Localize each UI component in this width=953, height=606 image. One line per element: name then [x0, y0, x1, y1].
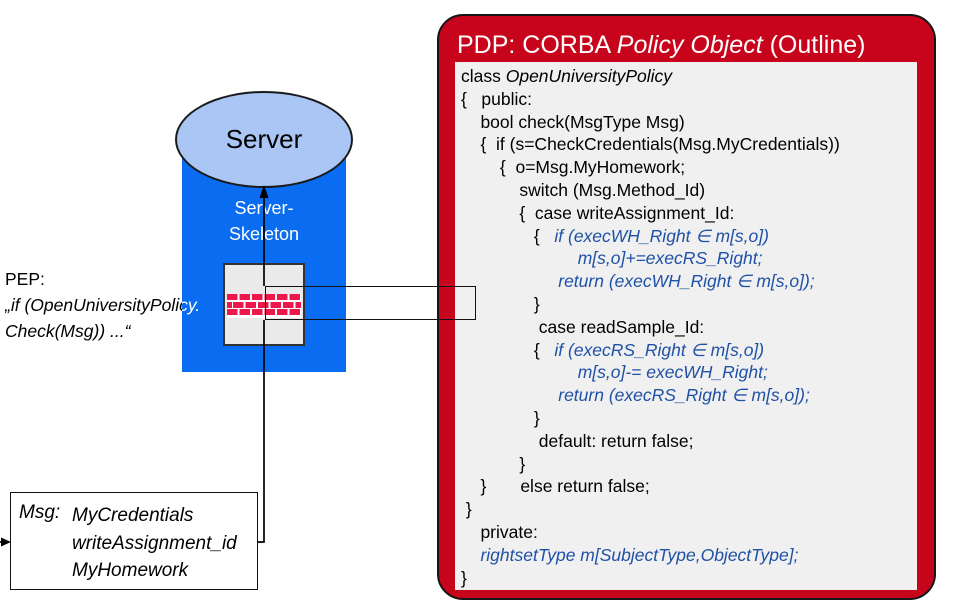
pdp-title-italic: Policy Object [616, 31, 763, 59]
server-skeleton-label-line2: Skeleton [228, 224, 300, 244]
brick-row [227, 301, 301, 308]
pep-pdp-connector [265, 286, 476, 320]
code-segment-plain: } [461, 499, 472, 520]
code-line: bool check(MsgType Msg) [461, 111, 917, 134]
brick-row [227, 294, 301, 300]
pdp-title-pre: PDP: CORBA [457, 31, 617, 59]
code-line: } [461, 498, 917, 521]
pep-line1: PEP: [5, 269, 45, 289]
code-line: return (execRS_Right ∈ m[s,o]); [461, 384, 917, 407]
pdp-box: PDP: CORBA Policy Object (Outline) class… [437, 14, 936, 600]
code-line: } else return false; [461, 475, 917, 498]
code-segment-blue: if (execWH_Right ∈ m[s,o]) [554, 225, 769, 246]
code-segment-blue: if (execRS_Right ∈ m[s,o]) [554, 339, 765, 360]
code-segment-plain [461, 545, 480, 565]
code-segment-plain: } [461, 453, 526, 474]
code-segment-plain: class [461, 66, 506, 86]
msg-items: MyCredentials writeAssignment_id MyHomew… [72, 502, 237, 585]
code-line: } [461, 567, 917, 590]
server-skeleton-label-line1: Server- [234, 198, 294, 218]
code-line: return (execWH_Right ∈ m[s,o]); [461, 270, 917, 293]
code-segment-plain: bool check(MsgType Msg) [461, 111, 685, 132]
server-label: Server [225, 124, 303, 154]
pep-line2: „if (OpenUniversityPolicy. [5, 295, 201, 315]
msg-box: Msg: MyCredentials writeAssignment_id My… [10, 492, 258, 590]
code-segment-plain: } [461, 567, 467, 588]
code-segment-blue: m[s,o]+=execRS_Right; [577, 248, 763, 269]
code-segment-plain [461, 248, 578, 268]
code-line: { case writeAssignment_Id: [461, 202, 917, 225]
pdp-title-post: (Outline) [762, 31, 866, 59]
code-segment-plain [461, 362, 578, 382]
code-line: } [461, 293, 917, 316]
pep-caption: PEP: „if (OpenUniversityPolicy. Check(Ms… [5, 266, 201, 344]
firewall-bricks-icon [227, 294, 301, 318]
pdp-title: PDP: CORBA Policy Object (Outline) [457, 31, 865, 60]
server-skeleton-label: Server- Skeleton [182, 195, 346, 247]
code-segment-plain: { if (s=CheckCredentials(Msg.MyCredentia… [461, 134, 840, 155]
code-line: { o=Msg.MyHomework; [461, 156, 917, 179]
pep-line3: Check(Msg)) ...“ [5, 321, 131, 341]
msg-item: MyCredentials [72, 505, 194, 526]
code-segment-italic: OpenUniversityPolicy [505, 66, 673, 86]
code-segment-plain: default: return false; [461, 430, 694, 451]
code-line: class OpenUniversityPolicy [461, 65, 917, 88]
code-line: } [461, 407, 917, 430]
code-line: { if (s=CheckCredentials(Msg.MyCredentia… [461, 133, 917, 156]
code-segment-plain: { [461, 225, 555, 246]
code-line: default: return false; [461, 430, 917, 453]
code-line: { if (execRS_Right ∈ m[s,o]) [461, 339, 917, 362]
code-segment-blue: return (execWH_Right ∈ m[s,o]); [558, 271, 815, 292]
code-segment-blue: return (execRS_Right ∈ m[s,o]); [558, 385, 810, 406]
pep-caption-overlay: PEP: „if (OpenUniversityPolicy. Check(Ms… [5, 266, 227, 344]
msg-item: writeAssignment_id [72, 532, 237, 554]
code-segment-plain: { case writeAssignment_Id: [461, 202, 735, 223]
code-segment-plain: case readSample_Id: [461, 316, 705, 337]
code-line: m[s,o]+=execRS_Right; [461, 247, 917, 270]
code-segment-plain: { o=Msg.MyHomework; [461, 157, 686, 178]
code-segment-plain: private: [461, 521, 538, 542]
code-segment-plain: } [461, 293, 540, 314]
code-segment-blue: m[s,o]-= execWH_Right; [577, 362, 768, 383]
msg-item: MyHomework [72, 560, 189, 581]
code-line: private: [461, 521, 917, 544]
code-panel: class OpenUniversityPolicy { public: boo… [455, 62, 917, 590]
server-ellipse: Server [175, 91, 353, 188]
msg-label: Msg: [19, 502, 61, 523]
code-line: m[s,o]-= execWH_Right; [461, 361, 917, 384]
code-segment-plain [461, 385, 558, 405]
code-line: } [461, 453, 917, 476]
brick-row [227, 309, 301, 315]
code-segment-plain: switch (Msg.Method_Id) [461, 179, 706, 200]
code-line: { public: [461, 88, 917, 111]
code-segment-plain: } else return false; [461, 476, 650, 497]
code-segment-blue: rightsetType m[SubjectType,ObjectType]; [480, 544, 799, 565]
code-line: rightsetType m[SubjectType,ObjectType]; [461, 544, 917, 567]
code-line: switch (Msg.Method_Id) [461, 179, 917, 202]
code-line: { if (execWH_Right ∈ m[s,o]) [461, 225, 917, 248]
code-segment-plain: { public: [461, 88, 533, 109]
code-line: case readSample_Id: [461, 316, 917, 339]
pep-line2-overlay: „if (OpenUniversityPolicy. [5, 295, 201, 315]
code-segment-plain: } [461, 407, 540, 428]
code-segment-plain: { [461, 339, 555, 360]
